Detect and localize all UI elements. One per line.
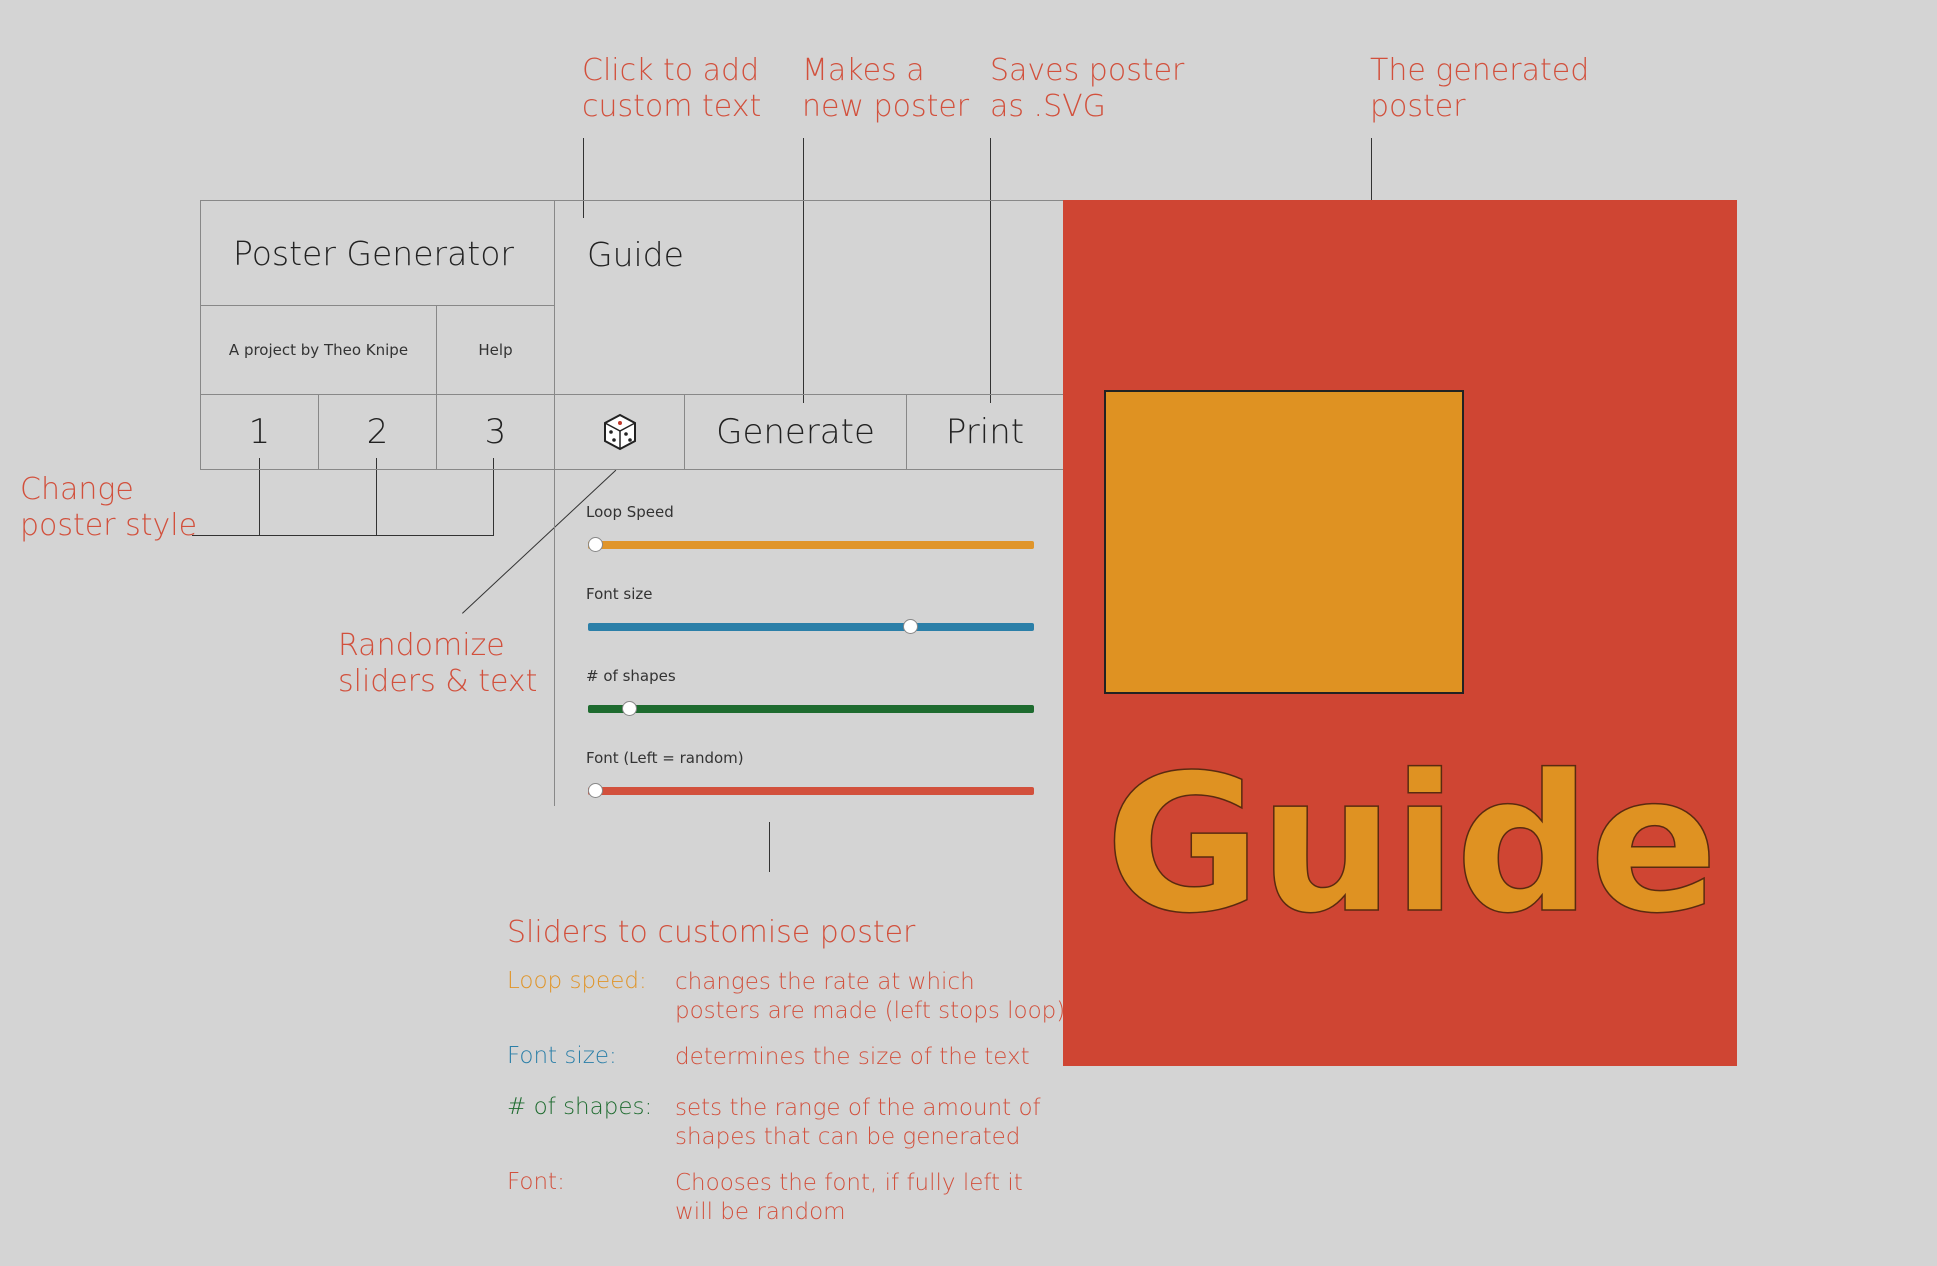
leader-line-generate	[803, 138, 804, 403]
slider-thumb-font[interactable]	[588, 783, 603, 798]
leader-line-print	[990, 138, 991, 403]
legend-key-shapes: # of shapes:	[507, 1094, 653, 1120]
legend-key-loop-speed: Loop speed:	[507, 968, 647, 994]
legend-desc-font-size: determines the size of the text	[675, 1044, 1030, 1070]
annotation-style: Change poster style	[20, 472, 198, 543]
slider-label-shapes: # of shapes	[586, 667, 676, 685]
legend-desc-loop-speed: changes the rate at which posters are ma…	[675, 969, 1066, 1024]
leader-line-style-3	[493, 458, 494, 536]
print-button[interactable]: Print	[906, 394, 1064, 470]
slider-font-size[interactable]	[588, 623, 1034, 631]
slider-shapes[interactable]	[588, 705, 1034, 713]
generated-poster: Guide	[1063, 200, 1737, 1066]
leader-line-poster	[1371, 138, 1372, 228]
legend-desc-font: Chooses the font, if fully left it will …	[675, 1170, 1023, 1225]
slider-font[interactable]	[588, 787, 1034, 795]
slider-thumb-font-size[interactable]	[902, 619, 918, 634]
slider-thumb-shapes[interactable]	[622, 701, 638, 716]
style-button-3[interactable]: 3	[436, 394, 555, 470]
leader-line-style-1	[259, 458, 260, 536]
legend-key-font-size: Font size:	[507, 1043, 617, 1069]
slider-thumb-loop-speed[interactable]	[588, 537, 603, 552]
generate-button[interactable]: Generate	[684, 394, 907, 470]
legend-title: Sliders to customise poster	[507, 915, 916, 950]
annotation-saves: Saves poster as .SVG	[990, 53, 1185, 124]
leader-line-style-bracket	[192, 535, 494, 536]
slider-label-loop-speed: Loop Speed	[586, 503, 674, 521]
legend-desc-shapes: sets the range of the amount of shapes t…	[675, 1095, 1041, 1150]
poster-rectangle	[1104, 390, 1464, 694]
app-title: Poster Generator	[200, 200, 555, 306]
poster-text: Guide	[1104, 734, 1719, 955]
slider-loop-speed[interactable]	[588, 541, 1034, 549]
custom-text-input[interactable]: Guide	[554, 200, 1064, 395]
annotation-generated: The generated poster	[1370, 53, 1590, 124]
style-button-2[interactable]: 2	[318, 394, 437, 470]
leader-line-sliders	[769, 822, 770, 872]
legend-key-font: Font:	[507, 1169, 565, 1195]
randomize-button[interactable]	[554, 394, 685, 470]
annotation-new-poster: Makes a new poster	[802, 53, 970, 124]
annotation-custom-text: Click to add custom text	[582, 53, 762, 124]
byline-link[interactable]: A project by Theo Knipe	[200, 305, 437, 395]
leader-line-style-2	[376, 458, 377, 536]
slider-label-font: Font (Left = random)	[586, 749, 744, 767]
dice-icon	[603, 413, 636, 451]
leader-line-custom-text	[583, 138, 584, 218]
help-button[interactable]: Help	[436, 305, 555, 395]
annotation-randomize: Randomize sliders & text	[338, 628, 538, 699]
sliders-divider	[554, 469, 555, 806]
style-button-1[interactable]: 1	[200, 394, 319, 470]
slider-label-font-size: Font size	[586, 585, 653, 603]
